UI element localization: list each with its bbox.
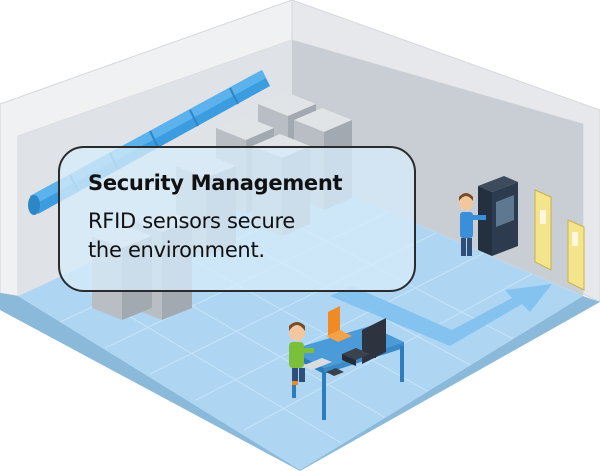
floor-front-edge-right xyxy=(300,296,600,471)
callout-title: Security Management xyxy=(88,171,343,195)
computer-tower xyxy=(342,348,370,366)
callout-box xyxy=(58,146,416,292)
monitor xyxy=(362,318,386,364)
door xyxy=(534,189,552,271)
door xyxy=(567,219,585,291)
person-at-cabinet xyxy=(459,193,486,256)
floor-front-edge-left xyxy=(0,293,300,471)
orange-chair xyxy=(326,306,352,342)
person-at-desk xyxy=(289,322,314,385)
callout-body-line-1: RFID sensors secure xyxy=(88,209,296,233)
callout-body-line-2: the environment. xyxy=(88,238,265,262)
keyboard xyxy=(302,358,344,376)
rfid-cabinet xyxy=(478,176,518,256)
